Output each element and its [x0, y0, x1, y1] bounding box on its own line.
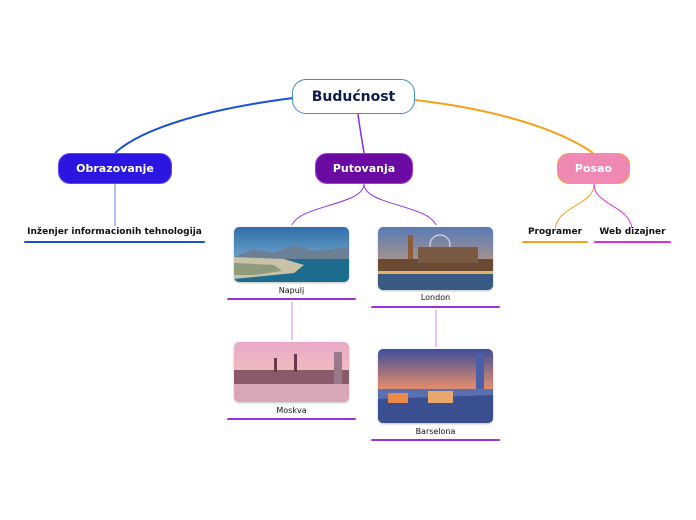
connector-putovanja-london — [364, 184, 436, 225]
branch-putovanja[interactable]: Putovanja — [315, 153, 413, 184]
city-photo-barselona — [378, 349, 493, 423]
city-photo-napulj — [234, 227, 349, 282]
leaf-inzenjer-underline — [24, 241, 205, 243]
leaf-programer-underline — [522, 241, 588, 243]
connector-putovanja-napulj — [292, 184, 364, 225]
branch-obrazovanje[interactable]: Obrazovanje — [58, 153, 172, 184]
caption-barselona: Barselona — [378, 427, 493, 436]
root-label: Budućnost — [312, 89, 396, 105]
connector-root-obrazovanje — [115, 98, 293, 153]
caption-napulj: Napulj — [234, 286, 349, 295]
connector-root-posao — [415, 100, 593, 153]
branch-obrazovanje-label: Obrazovanje — [76, 162, 154, 175]
leaf-web-dizajner-label: Web dizajner — [599, 227, 665, 237]
leaf-web-dizajner-underline — [594, 241, 671, 243]
branch-posao-label: Posao — [575, 162, 612, 175]
city-photo-moskva — [234, 342, 349, 402]
city-photo-london — [378, 227, 493, 290]
leaf-web-dizajner[interactable]: Web dizajner — [594, 227, 671, 237]
caption-moskva: Moskva — [234, 406, 349, 415]
leaf-programer[interactable]: Programer — [522, 227, 588, 237]
root-node[interactable]: Budućnost — [292, 79, 415, 114]
london-underline — [371, 306, 500, 308]
leaf-inzenjer-label: Inženjer informacionih tehnologija — [27, 227, 202, 237]
connector-posao-programer — [555, 184, 594, 228]
branch-posao[interactable]: Posao — [557, 153, 630, 184]
leaf-inzenjer[interactable]: Inženjer informacionih tehnologija — [24, 227, 205, 237]
branch-putovanja-label: Putovanja — [333, 162, 395, 175]
connector-root-putovanja — [358, 114, 364, 153]
leaf-programer-label: Programer — [528, 227, 582, 237]
napulj-underline — [227, 298, 356, 300]
caption-london: London — [378, 293, 493, 302]
barselona-underline — [371, 439, 500, 441]
moskva-underline — [227, 418, 356, 420]
connector-posao-webdizajner — [594, 184, 632, 228]
